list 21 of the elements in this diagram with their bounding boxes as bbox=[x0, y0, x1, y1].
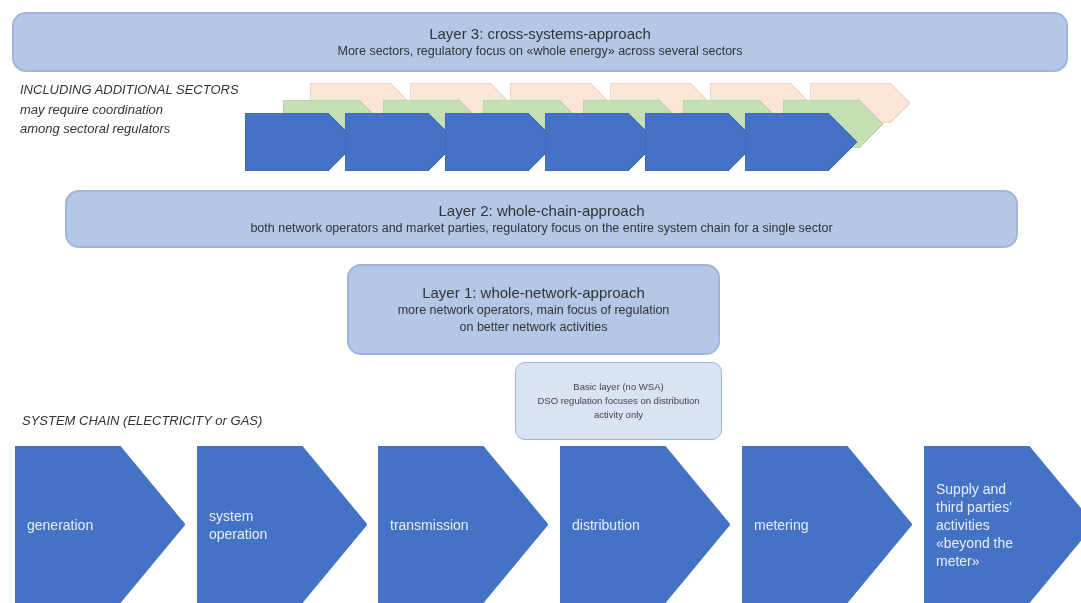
box-description: DSO regulation focuses on distribution activity only bbox=[536, 394, 701, 422]
box-heading: Layer 3: cross-systems-approach bbox=[429, 24, 651, 43]
note-text: may require coordination among sectoral regulators bbox=[20, 101, 172, 138]
step-label: system operation bbox=[209, 506, 269, 543]
box-heading: Basic layer (no WSA) bbox=[572, 380, 665, 394]
note-box bbox=[515, 362, 722, 440]
layer-box bbox=[347, 264, 720, 355]
step-label: generation bbox=[27, 515, 95, 534]
section-heading: INCLUDING ADDITIONAL SECTORS bbox=[20, 81, 240, 99]
layer-box bbox=[65, 190, 1018, 248]
step-label: distribution bbox=[572, 515, 641, 534]
step-label: transmission bbox=[390, 515, 470, 534]
box-description: both network operators and market parties, regulatory focus on the entire system chain for a single sector bbox=[250, 220, 833, 237]
step-label: Supply and third parties' activities «beyond the meter» bbox=[936, 479, 1015, 570]
section-heading: SYSTEM CHAIN (ELECTRICITY or GAS) bbox=[22, 412, 264, 430]
layer-box bbox=[12, 12, 1068, 72]
box-description: More sectors, regulatory focus on «whole energy» across several sectors bbox=[337, 43, 743, 60]
box-description: more network operators, main focus of regulation on better network activities bbox=[396, 302, 671, 336]
box-heading: Layer 1: whole-network-approach bbox=[422, 283, 645, 302]
box-heading: Layer 2: whole-chain-approach bbox=[438, 201, 645, 220]
step-label: metering bbox=[754, 515, 810, 534]
